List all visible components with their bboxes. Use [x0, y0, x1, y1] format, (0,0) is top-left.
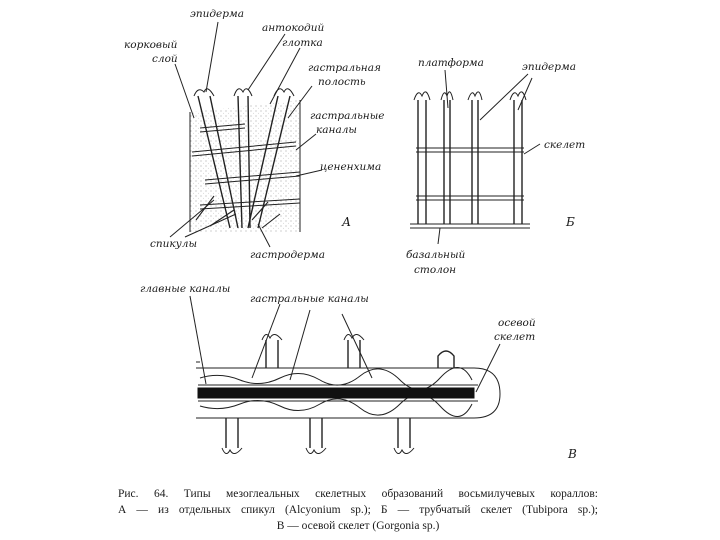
panel-b-drawing	[410, 69, 541, 245]
figure-caption: Рис. 64. Типы мезоглеальных скелетных об…	[118, 486, 598, 534]
label-osevoy-line2: скелет	[494, 331, 535, 343]
label-gastroderma: гастродерма	[250, 249, 325, 261]
panel-letter-b: Б	[565, 215, 575, 229]
caption-line-3: В — осевой скелет (Gorgonia sp.)	[276, 520, 440, 532]
label-gastralnye-kanaly-c: гастральные каналы	[250, 293, 369, 305]
label-platforma: платформа	[418, 57, 484, 69]
label-osevoy-line1: осевой	[498, 317, 536, 329]
caption-line-2: А — из отдельных спикул (Alcyonium sp.);…	[118, 504, 598, 516]
label-glotka: глотка	[282, 37, 323, 49]
label-korkovy-line2: слой	[152, 53, 178, 65]
panel-a-drawing	[169, 21, 323, 248]
label-gastralnye-line2: каналы	[316, 124, 357, 136]
label-epiderma-b: эпидерма	[522, 61, 576, 73]
label-skelet-b: скелет	[544, 139, 585, 151]
label-antokodiy: антокодий	[262, 22, 324, 34]
label-gastralnye-line1: гастральные	[310, 110, 384, 122]
label-gastralnaya-line1: гастральная	[308, 62, 381, 74]
label-cenenhima: цененхима	[320, 161, 381, 173]
label-epiderma-a: эпидерма	[190, 8, 244, 20]
label-glavnye-kanaly: главные каналы	[140, 283, 230, 295]
panel-letter-c: В	[567, 447, 577, 461]
label-korkovy-line1: корковый	[124, 39, 178, 51]
panel-letter-a: А	[341, 215, 351, 229]
label-bazalny-line2: столон	[414, 264, 456, 276]
label-gastralnaya-line2: полость	[318, 76, 366, 88]
panel-c-drawing	[189, 295, 501, 454]
label-spikuly: спикулы	[150, 238, 197, 250]
caption-line-1: Рис. 64. Типы мезоглеальных скелетных об…	[118, 488, 598, 500]
label-bazalny-line1: базальный	[406, 249, 466, 261]
